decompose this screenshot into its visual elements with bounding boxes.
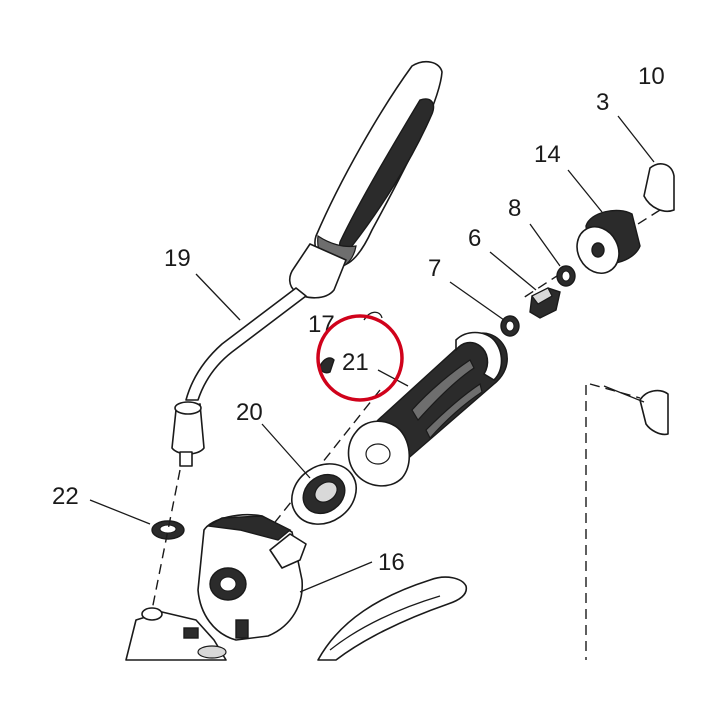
leader-21 xyxy=(377,369,409,387)
switch-housing-clip xyxy=(235,619,249,639)
callout-21: 21 xyxy=(342,349,369,376)
callout-3: 3 xyxy=(596,89,609,116)
washer-hole xyxy=(159,524,177,534)
brake-lever xyxy=(317,576,468,661)
callout-17: 17 xyxy=(308,311,335,338)
highlight-circle xyxy=(316,314,404,402)
rubber-insert-top xyxy=(531,287,553,305)
leader-side xyxy=(603,385,645,403)
brake-lever-edge xyxy=(329,595,441,651)
grip-inner-flange xyxy=(455,331,503,381)
callout-22: 22 xyxy=(52,483,79,510)
washer xyxy=(151,520,185,540)
mirror-stem xyxy=(185,287,307,401)
rubber-insert xyxy=(529,287,561,319)
grip-bore xyxy=(365,443,391,465)
spacer-ring-hole xyxy=(561,270,571,282)
callout-8: 8 xyxy=(508,195,521,222)
leader-19 xyxy=(195,273,241,321)
leader-22 xyxy=(89,499,151,525)
master-cylinder-banjo xyxy=(183,627,199,639)
mirror-assembly xyxy=(171,60,443,467)
leader-14 xyxy=(567,169,603,213)
switch-housing-port-hole xyxy=(219,576,237,592)
leader-3 xyxy=(617,115,655,163)
master-cylinder xyxy=(125,607,227,661)
bar-end-weight-body xyxy=(643,163,675,212)
small-bushing-hole xyxy=(505,320,515,332)
leader-6 xyxy=(489,251,537,291)
bar-end-cap xyxy=(576,209,641,274)
callout-16: 16 xyxy=(378,549,405,576)
switch-housing-top xyxy=(205,515,292,541)
leader-8 xyxy=(529,223,561,267)
switch-button xyxy=(269,533,307,569)
throttle-tube-core xyxy=(314,481,338,503)
callout-7: 7 xyxy=(428,255,441,282)
brake-lever-blade xyxy=(317,576,468,661)
grip-pattern xyxy=(411,359,483,440)
leader-20 xyxy=(261,423,311,479)
spacer-ring xyxy=(556,265,576,287)
callout-20: 20 xyxy=(236,399,263,426)
clip-fragment xyxy=(319,357,335,374)
switch-housing xyxy=(197,513,307,641)
side-bracket-partial xyxy=(639,389,669,436)
callout-19: 19 xyxy=(164,245,191,272)
master-cylinder-bolt xyxy=(141,607,163,621)
leader-7 xyxy=(449,281,505,321)
bar-end-weight-partial xyxy=(643,163,675,212)
small-bushing xyxy=(500,315,520,337)
leader-16 xyxy=(299,561,373,593)
callout-10: 10 xyxy=(638,63,665,90)
mirror-head xyxy=(314,60,443,267)
master-cylinder-cap xyxy=(197,645,227,659)
bar-end-cap-hole xyxy=(591,242,605,258)
callout-14: 14 xyxy=(534,141,561,168)
throttle-tube xyxy=(291,463,357,525)
mirror-sleeve-top xyxy=(174,401,202,415)
callout-6: 6 xyxy=(468,225,481,252)
mirror-stem-tip xyxy=(179,451,193,467)
handlebar-grip xyxy=(347,331,508,487)
